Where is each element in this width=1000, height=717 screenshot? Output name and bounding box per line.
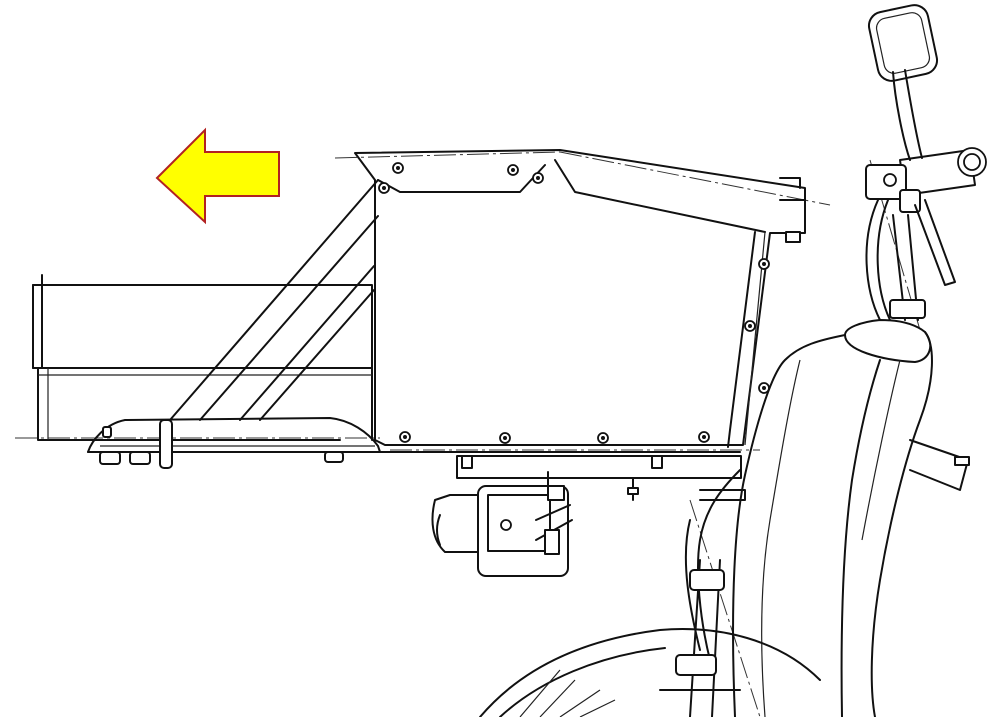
bolt-icon <box>392 162 404 174</box>
bolt-icon <box>499 432 511 444</box>
bolt-icon <box>758 258 770 270</box>
bolt-icon <box>507 164 519 176</box>
direction-arrow <box>155 127 280 225</box>
support-struts <box>169 179 379 421</box>
bolt-icon <box>399 431 411 443</box>
arrow-shape <box>155 127 280 225</box>
front-body <box>684 319 970 717</box>
base-tray <box>87 417 741 469</box>
main-box <box>354 149 806 448</box>
bolt-icon <box>378 182 390 194</box>
front-wheel <box>479 559 821 717</box>
rear-cargo-box <box>32 274 373 441</box>
steering-assembly <box>865 4 987 321</box>
motor-assembly <box>431 471 573 577</box>
bolt-icon <box>532 172 544 184</box>
bolts <box>378 162 770 444</box>
bolt-icon <box>597 432 609 444</box>
mounting-rail <box>456 455 742 501</box>
bolt-icon <box>744 320 756 332</box>
bolt-icon <box>698 431 710 443</box>
